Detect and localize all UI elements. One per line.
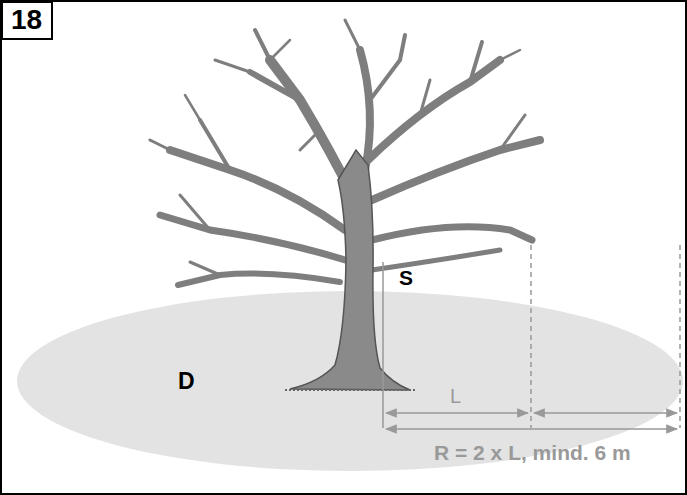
zone-label: D <box>178 369 195 394</box>
dimension-label: L <box>450 385 461 407</box>
figure-number: 18 <box>11 5 42 36</box>
tree-trunk <box>290 150 410 390</box>
dimension-label: R = 2 x L, mind. 6 m <box>434 441 631 464</box>
point-label: S <box>399 266 413 289</box>
dimension-lines <box>383 245 680 429</box>
ground-grass <box>285 389 415 391</box>
figure-number-box: 18 <box>1 1 53 40</box>
